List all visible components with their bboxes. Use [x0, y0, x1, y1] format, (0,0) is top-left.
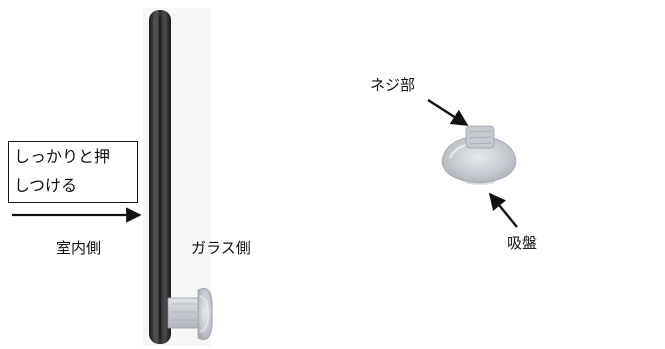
- press-instruction-box: しっかりと押 しつける: [8, 141, 138, 203]
- suction-mount-icon: [167, 288, 213, 340]
- vertical-rod-icon: [149, 10, 171, 344]
- glass-side-label: ガラス側: [191, 239, 251, 257]
- press-instruction-line1: しっかりと押: [14, 147, 111, 166]
- screw-pointer-arrow: [427, 98, 469, 127]
- press-instruction-line2: しつける: [14, 176, 78, 195]
- suction-cup-icon: [441, 125, 517, 185]
- screw-part-label: ネジ部: [370, 76, 416, 94]
- cup-pointer-arrow: [488, 192, 518, 228]
- indoor-side-label: 室内側: [56, 239, 102, 257]
- suction-cup-label: 吸盤: [507, 234, 538, 252]
